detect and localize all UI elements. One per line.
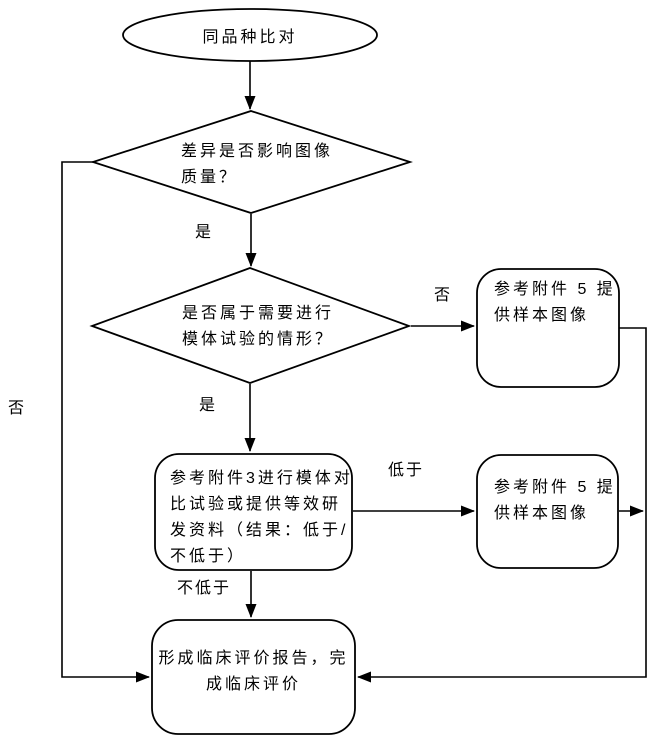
sample-image-top-label: 参考附件 5 提 供样本图像	[494, 281, 616, 324]
edge-label-lower: 低于	[388, 462, 425, 479]
edge-label-yes-2: 是	[199, 397, 218, 414]
sample-image-mid-label: 参考附件 5 提 供样本图像	[494, 479, 616, 522]
start-label: 同品种比对	[202, 29, 298, 46]
decision1-label: 差异是否影响图像 质量？	[181, 143, 334, 186]
edge-label-no-right: 否	[434, 287, 453, 304]
edge-sample-top-to-report	[357, 327, 647, 683]
sample-image-mid-box	[476, 454, 619, 569]
sample-image-top-box	[476, 268, 620, 388]
final-report-label: 形成临床评价报告，完 成临床评价	[158, 650, 349, 693]
decision2-diamond	[89, 267, 412, 384]
edge-label-no-left: 否	[8, 400, 27, 417]
edge-label-yes-1: 是	[195, 224, 214, 241]
edge-label-not-lower: 不低于	[177, 580, 232, 597]
phantom-test-label: 参考附件3进行模体对 比试验或提供等效研 发资料（结果：低于/ 不低于）	[170, 470, 353, 565]
decision2-label: 是否属于需要进行 模体试验的情形？	[182, 305, 335, 348]
decision1-diamond	[90, 110, 413, 214]
final-report-box	[151, 619, 356, 735]
start-ellipse	[122, 8, 378, 62]
phantom-test-box	[154, 453, 353, 571]
edge-decision1-no-to-report	[61, 161, 150, 683]
